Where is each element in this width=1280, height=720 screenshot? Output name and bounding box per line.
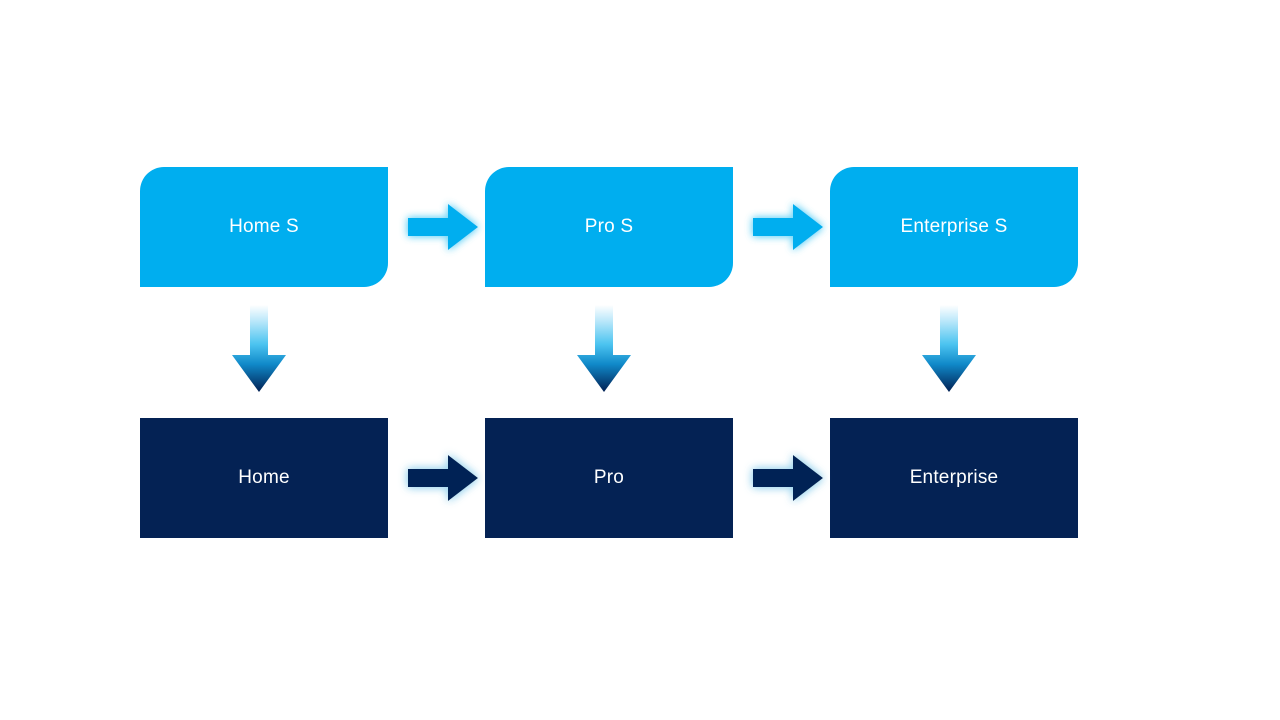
connector-home-s-to-pro-s (404, 199, 482, 255)
connector-enterprise-s-to-enterprise (918, 303, 980, 395)
right-arrow-icon (408, 455, 478, 501)
node-label: Home S (229, 215, 299, 237)
node-label: Enterprise (909, 466, 999, 488)
connector-pro-s-to-pro (573, 303, 635, 395)
node-pro-s[interactable]: Pro S (485, 167, 733, 287)
node-enterprise-s[interactable]: Enterprise S (830, 167, 1078, 287)
down-arrow-icon (577, 305, 631, 392)
down-arrow-icon (232, 305, 286, 392)
node-home[interactable]: Home (140, 418, 388, 538)
node-enterprise[interactable]: Enterprise (830, 418, 1078, 538)
node-label: Home (238, 466, 290, 488)
down-arrow-icon (922, 305, 976, 392)
node-label: Enterprise S (900, 215, 1008, 237)
connector-home-to-pro (404, 450, 482, 506)
node-home-s[interactable]: Home S (140, 167, 388, 287)
right-arrow-icon (753, 204, 823, 250)
connector-pro-to-enterprise (749, 450, 827, 506)
node-label: Pro (593, 466, 625, 488)
right-arrow-icon (408, 204, 478, 250)
connector-pro-s-to-enterprise-s (749, 199, 827, 255)
right-arrow-icon (753, 455, 823, 501)
node-pro[interactable]: Pro (485, 418, 733, 538)
node-label: Pro S (584, 215, 634, 237)
connector-home-s-to-home (228, 303, 290, 395)
